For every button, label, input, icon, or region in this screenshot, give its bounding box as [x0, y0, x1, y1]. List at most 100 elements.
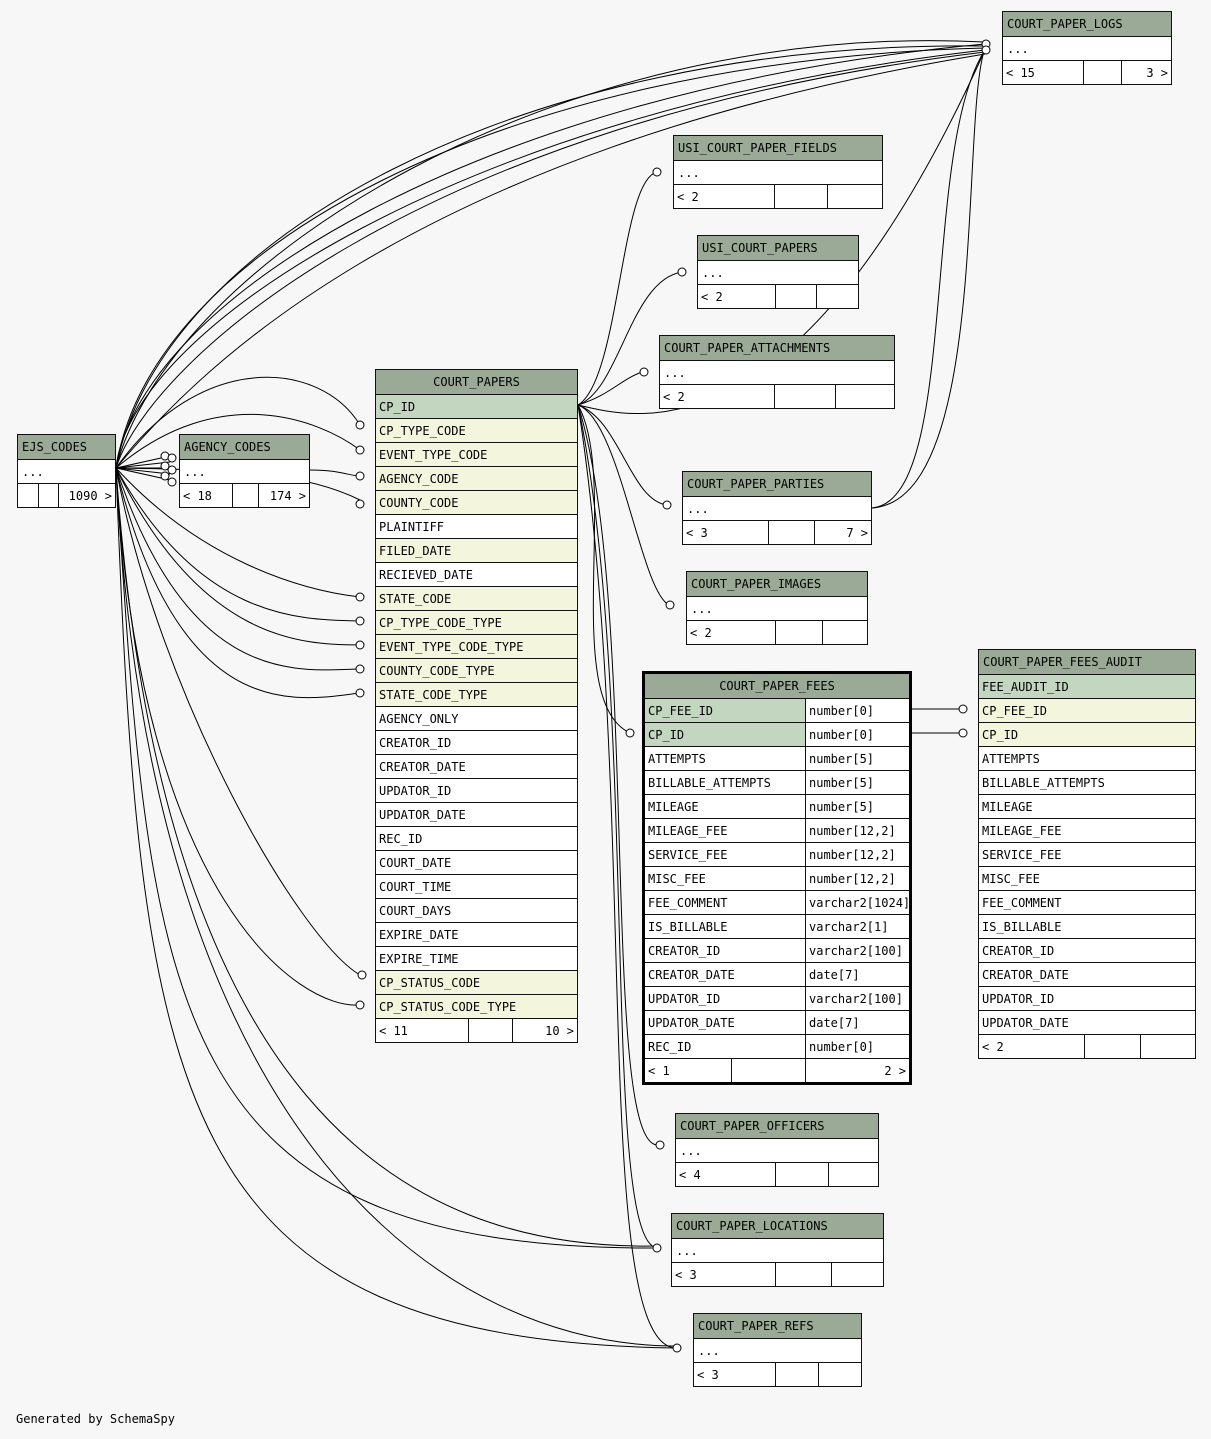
parent-count: < 4	[679, 1168, 701, 1182]
column-row[interactable]: COURT_DAYS	[376, 898, 577, 922]
column-name: SERVICE_FEE	[648, 848, 728, 862]
column-row[interactable]: CREATOR_DATE	[979, 962, 1195, 986]
column-name: CREATOR_ID	[982, 944, 1055, 958]
table-court-paper-refs[interactable]: COURT_PAPER_REFS ... < 3	[693, 1313, 862, 1387]
column-row[interactable]: ATTEMPTS	[979, 746, 1195, 770]
table-usi-court-paper-fields[interactable]: USI_COURT_PAPER_FIELDS ... < 2	[673, 135, 883, 209]
column-count	[1084, 1035, 1140, 1058]
column-name: CP_ID	[648, 728, 685, 742]
column-row[interactable]: UPDATOR_DATE	[979, 1010, 1195, 1034]
column-name: CREATOR_DATE	[648, 968, 735, 982]
column-row[interactable]: PLAINTIFF	[376, 514, 577, 538]
column-row[interactable]: CREATOR_ID	[376, 730, 577, 754]
column-row[interactable]: SERVICE_FEE number[12,2]	[645, 842, 909, 866]
table-usi-court-papers[interactable]: USI_COURT_PAPERS ... < 2	[697, 235, 859, 309]
table-court-paper-attachments[interactable]: COURT_PAPER_ATTACHMENTS ... < 2	[659, 335, 895, 409]
table-court-paper-locations[interactable]: COURT_PAPER_LOCATIONS ... < 3	[671, 1213, 884, 1287]
column-row[interactable]: RECIEVED_DATE	[376, 562, 577, 586]
column-row[interactable]: UPDATOR_DATE	[376, 802, 577, 826]
column-row[interactable]: MILEAGE	[979, 794, 1195, 818]
column-row[interactable]: EXPIRE_TIME	[376, 946, 577, 970]
column-row[interactable]: STATE_CODE_TYPE	[376, 682, 577, 706]
table-court-paper-officers[interactable]: COURT_PAPER_OFFICERS ... < 4	[675, 1113, 879, 1187]
column-row[interactable]: CP_FEE_ID	[979, 698, 1195, 722]
table-agency-codes[interactable]: AGENCY_CODES ... < 18 174 >	[179, 434, 310, 508]
table-ejs-codes[interactable]: EJS_CODES ... 1090 >	[17, 434, 116, 508]
column-row[interactable]: SERVICE_FEE	[979, 842, 1195, 866]
column-row[interactable]: IS_BILLABLE	[979, 914, 1195, 938]
column-row[interactable]: UPDATOR_ID	[979, 986, 1195, 1010]
column-name: AGENCY_ONLY	[379, 712, 459, 726]
column-name: UPDATOR_ID	[982, 992, 1055, 1006]
column-name: UPDATOR_ID	[379, 784, 452, 798]
child-count: 174 >	[258, 484, 309, 507]
column-row[interactable]: REC_ID	[376, 826, 577, 850]
table-court-paper-images[interactable]: COURT_PAPER_IMAGES ... < 2	[686, 571, 868, 645]
column-row[interactable]: CP_TYPE_CODE_TYPE	[376, 610, 577, 634]
column-row[interactable]: EVENT_TYPE_CODE_TYPE	[376, 634, 577, 658]
column-row[interactable]: AGENCY_ONLY	[376, 706, 577, 730]
parent-count: < 1	[648, 1064, 670, 1078]
column-row[interactable]: AGENCY_CODE	[376, 466, 577, 490]
column-name: MILEAGE	[648, 800, 699, 814]
column-count	[774, 185, 827, 208]
column-row[interactable]: FEE_AUDIT_ID	[979, 674, 1195, 698]
column-row[interactable]: CP_ID	[979, 722, 1195, 746]
column-row[interactable]: CREATOR_ID	[979, 938, 1195, 962]
table-court-paper-parties[interactable]: COURT_PAPER_PARTIES ... < 3 7 >	[682, 471, 872, 545]
column-row[interactable]: EVENT_TYPE_CODE	[376, 442, 577, 466]
column-name: UPDATOR_DATE	[379, 808, 466, 822]
column-row[interactable]: BILLABLE_ATTEMPTS	[979, 770, 1195, 794]
column-row[interactable]: CP_ID	[376, 394, 577, 418]
columns-ellipsis: ...	[702, 266, 724, 280]
column-count	[731, 1059, 805, 1082]
column-row[interactable]: COUNTY_CODE	[376, 490, 577, 514]
column-row[interactable]: CP_STATUS_CODE	[376, 970, 577, 994]
column-name: COUNTY_CODE_TYPE	[379, 664, 495, 678]
column-row[interactable]: FEE_COMMENT	[979, 890, 1195, 914]
table-title: COURT_PAPERS	[376, 370, 577, 394]
column-name: BILLABLE_ATTEMPTS	[648, 776, 771, 790]
column-row[interactable]: MISC_FEE	[979, 866, 1195, 890]
parent-count: < 2	[690, 626, 712, 640]
column-row[interactable]: CP_STATUS_CODE_TYPE	[376, 994, 577, 1018]
column-row[interactable]: STATE_CODE	[376, 586, 577, 610]
table-title: COURT_PAPER_OFFICERS	[676, 1114, 878, 1138]
column-row[interactable]: COUNTY_CODE_TYPE	[376, 658, 577, 682]
column-row[interactable]: COURT_TIME	[376, 874, 577, 898]
column-row[interactable]: CP_TYPE_CODE	[376, 418, 577, 442]
table-title: COURT_PAPER_IMAGES	[687, 572, 867, 596]
column-row[interactable]: EXPIRE_DATE	[376, 922, 577, 946]
column-name: MILEAGE_FEE	[648, 824, 728, 838]
parent-count: < 18	[183, 489, 212, 503]
column-type: number[12,2]	[805, 843, 909, 866]
column-row[interactable]: UPDATOR_ID	[376, 778, 577, 802]
child-count	[818, 1363, 861, 1386]
column-row[interactable]: COURT_DATE	[376, 850, 577, 874]
table-court-paper-logs[interactable]: COURT_PAPER_LOGS ... < 15 3 >	[1002, 11, 1172, 85]
column-row[interactable]: CREATOR_DATE	[376, 754, 577, 778]
column-row[interactable]: FILED_DATE	[376, 538, 577, 562]
child-count	[828, 1163, 878, 1186]
column-name: ATTEMPTS	[982, 752, 1040, 766]
column-row[interactable]: MILEAGE_FEE	[979, 818, 1195, 842]
parent-count: < 3	[686, 526, 708, 540]
column-name: FEE_COMMENT	[648, 896, 728, 910]
